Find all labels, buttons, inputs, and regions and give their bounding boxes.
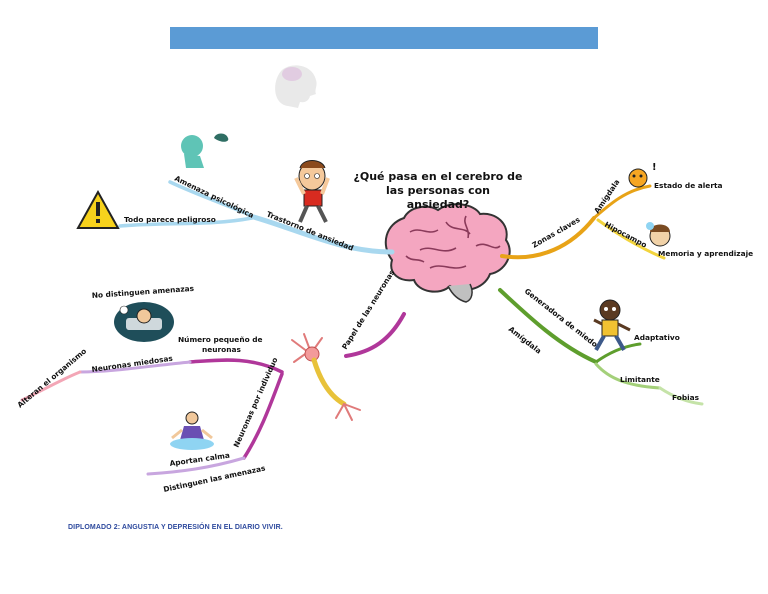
label-no-distinguen: No distinguen amenazas	[92, 284, 195, 300]
label-limitante: Limitante	[620, 375, 660, 384]
central-title: ¿Qué pasa en el cerebro de las personas …	[353, 170, 522, 211]
scared-person-icon	[593, 299, 631, 351]
warning-sign-icon	[76, 189, 120, 229]
head-brain-icon	[275, 65, 317, 108]
label-hipocampo: Hipocampo	[603, 220, 648, 250]
label-amigdala-generadora: Amígdala	[507, 324, 543, 355]
branch-trastorno	[118, 180, 395, 255]
branch-generadora	[498, 288, 704, 406]
brain-icon	[384, 203, 511, 303]
svg-text:!: !	[652, 162, 657, 173]
label-amenaza: Amenaza psicológica	[173, 174, 255, 220]
branch-papel	[20, 312, 406, 476]
label-fobias: Fobias	[672, 393, 700, 402]
meditation-icon	[170, 411, 214, 450]
label-zonas: Zonas claves	[531, 215, 583, 250]
central-title-line-2: las personas con	[386, 184, 490, 197]
label-miedosas: Neuronas miedosas	[91, 354, 174, 374]
learning-head-icon	[646, 222, 671, 247]
anxious-person-icon	[294, 160, 330, 223]
central-title-line-1: ¿Qué pasa en el cerebro de	[353, 170, 522, 183]
label-adaptativo: Adaptativo	[634, 333, 680, 342]
central-title-line-3: ansiedad?	[407, 198, 470, 211]
worried-sleeper-icon	[114, 302, 174, 342]
label-trastorno: Trastorno de ansiedad	[265, 210, 355, 253]
label-numero-1: Número pequeño de	[178, 335, 263, 344]
label-numero-2: neuronas	[202, 345, 242, 354]
label-amigdala-zonas: Amígdala	[592, 178, 621, 215]
label-alteran: Alteran el organismo	[16, 346, 89, 409]
thinking-head-icon	[181, 133, 229, 168]
branch-zonas	[500, 184, 666, 260]
header-bar	[170, 27, 598, 49]
label-estado-alerta: Estado de alerta	[654, 181, 722, 190]
footer-text: DIPLOMADO 2: ANGUSTIA Y DEPRESIÓN EN EL …	[68, 524, 283, 531]
label-memoria: Memoria y aprendizaje	[658, 249, 753, 258]
label-todo-peligroso: Todo parece peligroso	[124, 215, 216, 224]
label-distinguen: Distinguen las amenazas	[163, 463, 267, 494]
alert-face-icon: !	[628, 162, 657, 188]
neuron-icon	[291, 333, 361, 421]
